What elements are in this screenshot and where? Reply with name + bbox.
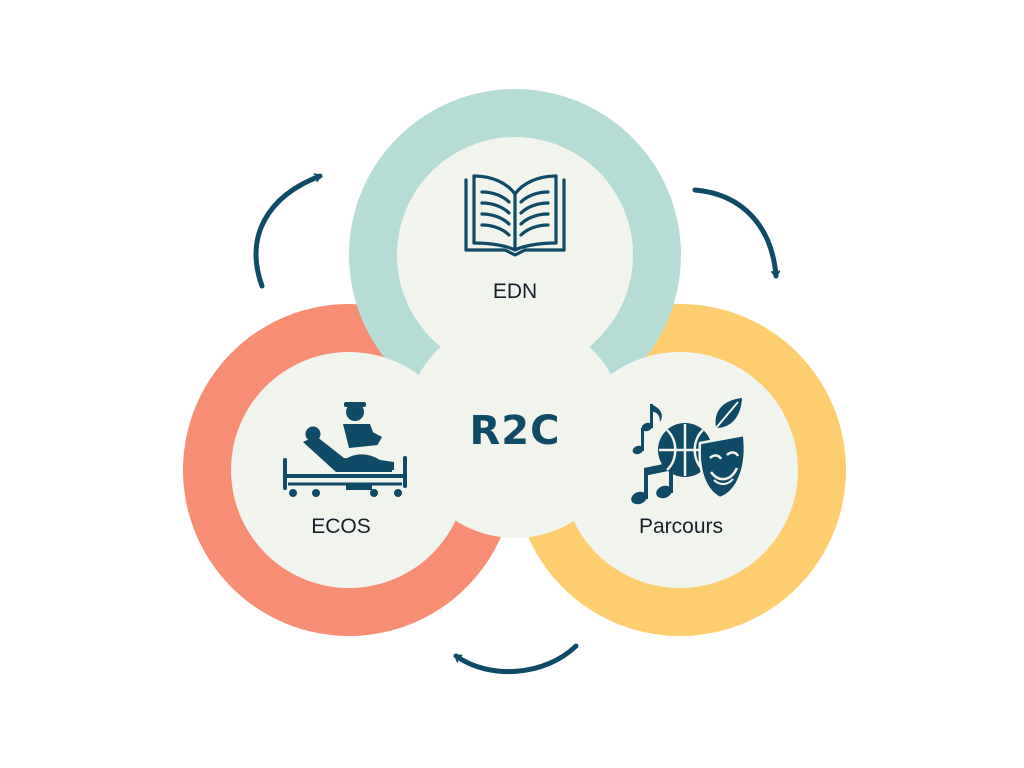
patient-bed-doctor-icon	[283, 402, 407, 497]
center-label: R2C	[470, 408, 561, 454]
music-sport-theatre-icon	[631, 398, 747, 505]
center-disc	[405, 318, 625, 538]
node-label-parcours: Parcours	[639, 515, 723, 538]
node-label-ecos: ECOS	[311, 515, 371, 538]
open-book-icon	[464, 174, 566, 257]
cycle-arrow-top-right	[692, 187, 776, 279]
cycle-arrow-top-left	[253, 176, 323, 289]
node-label-edn: EDN	[493, 280, 537, 303]
cycle-arrow-bottom	[453, 643, 579, 675]
theatre-mask-icon	[698, 433, 747, 500]
leaf-icon	[715, 398, 742, 429]
